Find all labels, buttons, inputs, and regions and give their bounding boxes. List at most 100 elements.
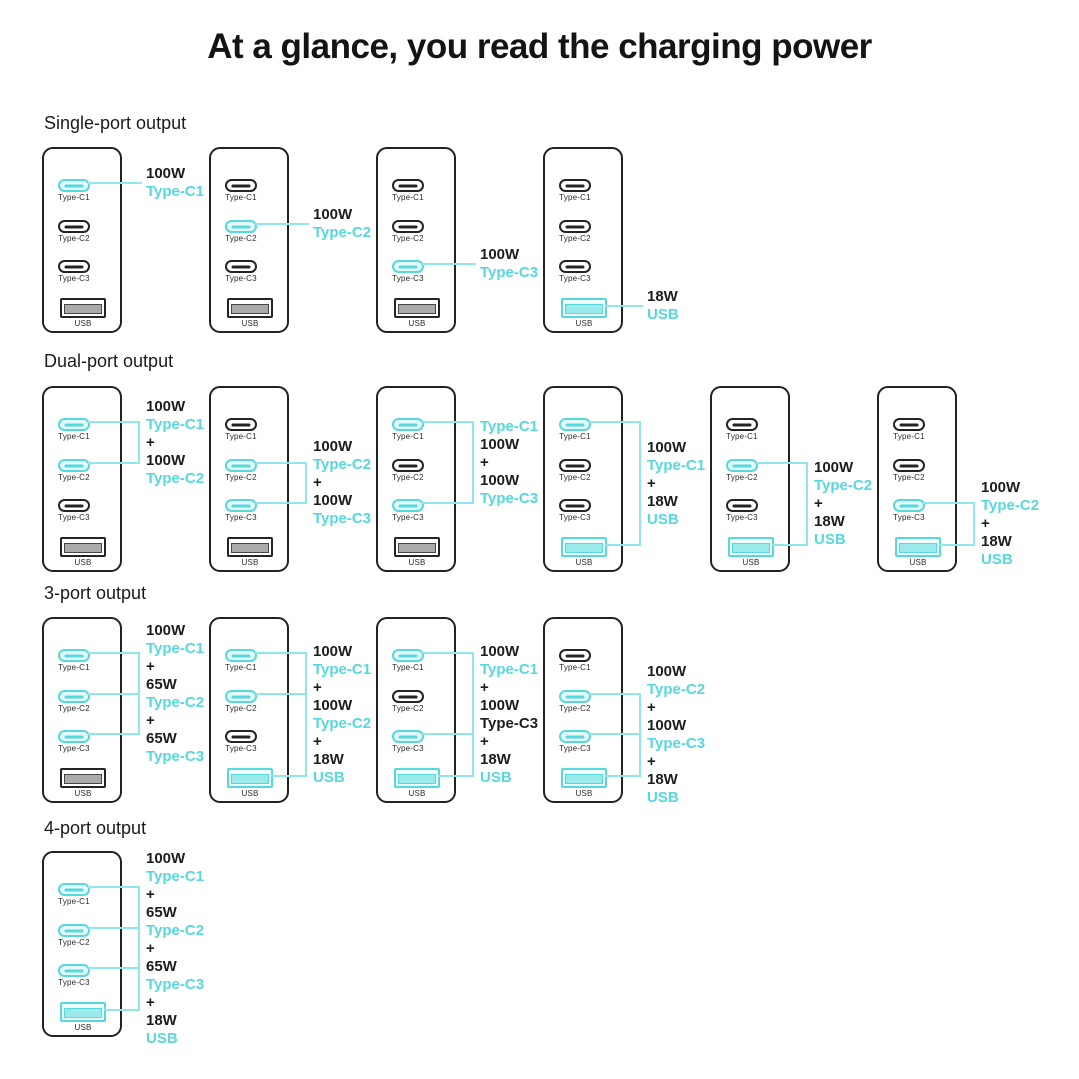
connector-line bbox=[422, 263, 476, 265]
port-label: Type-C3 bbox=[58, 744, 90, 753]
port-label: USB bbox=[575, 319, 593, 328]
type-c2-port bbox=[225, 459, 257, 472]
connector-line bbox=[88, 693, 140, 695]
type-c3-port bbox=[559, 260, 591, 273]
port-label: Type-C2 bbox=[58, 938, 90, 947]
annotation-line: 18W bbox=[814, 513, 845, 530]
port-label: Type-C3 bbox=[559, 513, 591, 522]
connector-line bbox=[88, 927, 140, 929]
connector-line bbox=[438, 775, 474, 777]
annotation-line: USB bbox=[146, 1030, 178, 1047]
port-label: Type-C1 bbox=[392, 193, 424, 202]
usb-port bbox=[60, 537, 106, 557]
type-c3-port bbox=[559, 499, 591, 512]
annotation-line: Type-C3 bbox=[146, 976, 205, 993]
type-c3-port bbox=[58, 964, 90, 977]
annotation-line: + bbox=[313, 474, 322, 491]
annotation-line: 100W bbox=[480, 472, 520, 489]
usb-port bbox=[895, 537, 941, 557]
connector-line bbox=[88, 886, 140, 888]
port-label: Type-C2 bbox=[392, 704, 424, 713]
annotation-line: Type-C2 bbox=[981, 497, 1040, 514]
type-c3-port bbox=[225, 260, 257, 273]
port-label: Type-C2 bbox=[58, 473, 90, 482]
annotation-line: Type-C3 bbox=[146, 748, 205, 765]
port-label: Type-C3 bbox=[58, 274, 90, 283]
annotation-line: 100W bbox=[146, 452, 186, 469]
type-c3-port bbox=[392, 730, 424, 743]
connector-line bbox=[639, 693, 641, 777]
connector-line bbox=[589, 733, 641, 735]
port-label: Type-C1 bbox=[893, 432, 925, 441]
type-c2-port bbox=[392, 220, 424, 233]
annotation-line: + bbox=[146, 712, 155, 729]
port-label: Type-C3 bbox=[225, 744, 257, 753]
annotation-line: + bbox=[146, 658, 155, 675]
annotation-line: 18W bbox=[647, 493, 678, 510]
type-c2-port bbox=[392, 459, 424, 472]
type-c1-port bbox=[225, 179, 257, 192]
port-label: Type-C2 bbox=[559, 473, 591, 482]
connector-line bbox=[589, 421, 641, 423]
port-label: USB bbox=[575, 558, 593, 567]
connector-line bbox=[806, 462, 808, 546]
type-c3-port bbox=[225, 730, 257, 743]
usb-port bbox=[561, 768, 607, 788]
annotation-line: Type-C1 bbox=[146, 640, 205, 657]
connector-line bbox=[422, 733, 474, 735]
annotation-line: Type-C3 bbox=[647, 735, 706, 752]
annotation-line: Type-C1 bbox=[146, 183, 205, 200]
type-c2-port bbox=[559, 459, 591, 472]
connector-line bbox=[305, 652, 307, 777]
annotation-line: 18W bbox=[647, 288, 678, 305]
usb-port bbox=[60, 1002, 106, 1022]
type-c1-port bbox=[392, 418, 424, 431]
annotation-line: 18W bbox=[480, 751, 511, 768]
annotation-line: 100W bbox=[981, 479, 1021, 496]
usb-port bbox=[227, 537, 273, 557]
annotation-line: 65W bbox=[146, 904, 177, 921]
port-label: Type-C2 bbox=[58, 234, 90, 243]
port-label: Type-C3 bbox=[58, 978, 90, 987]
port-label: Type-C3 bbox=[225, 513, 257, 522]
type-c2-port bbox=[58, 924, 90, 937]
connector-line bbox=[605, 305, 643, 307]
type-c3-port bbox=[225, 499, 257, 512]
type-c3-port bbox=[392, 499, 424, 512]
section-heading: Single-port output bbox=[44, 113, 187, 133]
usb-port bbox=[561, 298, 607, 318]
annotation-line: 100W bbox=[480, 643, 520, 660]
annotation-line: USB bbox=[313, 769, 345, 786]
annotation-line: 18W bbox=[981, 533, 1012, 550]
connector-line bbox=[923, 502, 975, 504]
port-label: USB bbox=[241, 319, 259, 328]
usb-port bbox=[728, 537, 774, 557]
usb-port bbox=[227, 298, 273, 318]
port-label: Type-C3 bbox=[726, 513, 758, 522]
port-label: Type-C1 bbox=[559, 663, 591, 672]
type-c1-port bbox=[58, 883, 90, 896]
connector-line bbox=[88, 967, 140, 969]
connector-line bbox=[138, 652, 140, 735]
annotation-line: Type-C1 bbox=[647, 457, 706, 474]
annotation-line: Type-C2 bbox=[313, 715, 372, 732]
type-c2-port bbox=[559, 220, 591, 233]
annotation-line: Type-C2 bbox=[146, 694, 205, 711]
type-c1-port bbox=[392, 179, 424, 192]
connector-line bbox=[88, 462, 140, 464]
type-c2-port bbox=[225, 220, 257, 233]
type-c1-port bbox=[559, 179, 591, 192]
type-c2-port bbox=[58, 690, 90, 703]
connector-line bbox=[88, 652, 140, 654]
connector-line bbox=[305, 462, 307, 504]
annotation-line: Type-C1 bbox=[313, 661, 372, 678]
port-label: Type-C1 bbox=[58, 663, 90, 672]
